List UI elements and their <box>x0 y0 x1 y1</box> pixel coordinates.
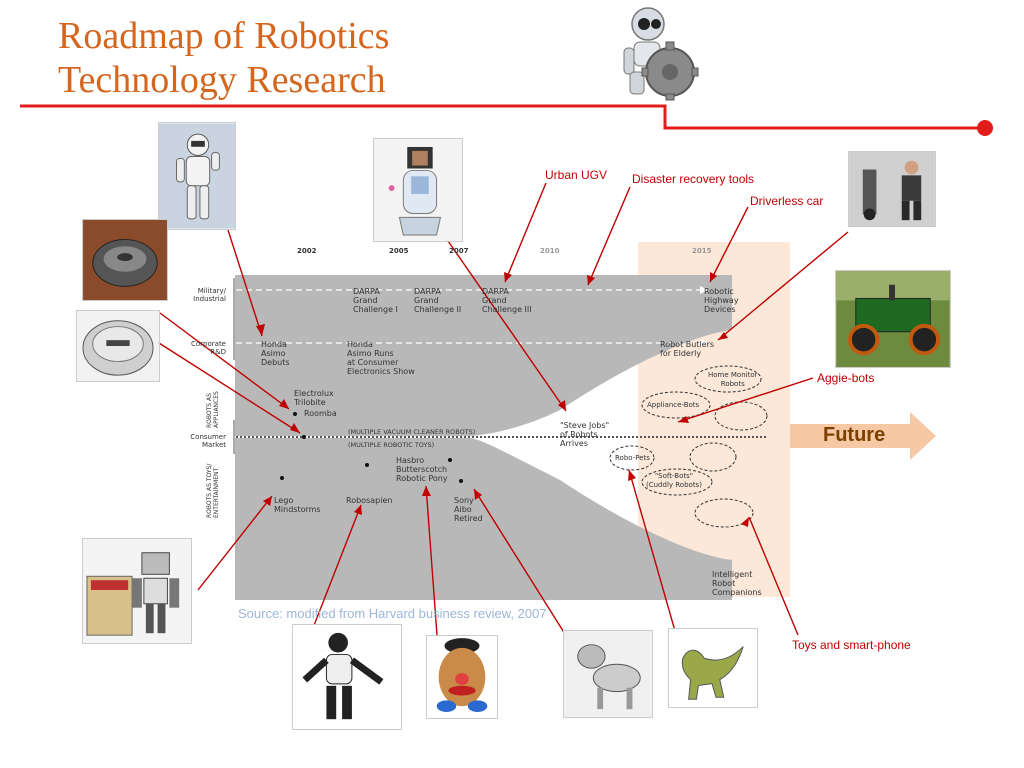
service-robot-photo <box>848 151 936 227</box>
label-trilobite: Electrolux Trilobite <box>294 389 334 407</box>
annotation-toys-phone: Toys and smart-phone <box>792 638 911 652</box>
label-home-monitor: Home Monitor Robots <box>708 371 758 388</box>
year-2002: 2002 <box>297 247 317 255</box>
lego-mindstorms-photo <box>82 538 192 644</box>
label-aibo: Sony Aibo Retired <box>454 496 483 523</box>
robot-with-gear-icon <box>623 7 699 101</box>
label-vacuum: (MULTIPLE VACUUM CLEANER ROBOTS) <box>348 428 476 436</box>
label-honda-runs: Honda Asimo Runs at Consumer Electronics… <box>347 340 415 376</box>
pleo-dinosaur-photo <box>668 628 758 708</box>
asimo-photo <box>158 122 236 230</box>
annotation-driverless: Driverless car <box>750 194 824 208</box>
jobs-robot-photo <box>373 138 463 242</box>
future-label: Future <box>823 424 886 446</box>
label-lego: Lego Mindstorms <box>274 496 321 514</box>
label-highway: Robotic Highway Devices <box>704 287 739 314</box>
annotation-urban-ugv: Urban UGV <box>545 168 608 182</box>
annotation-disaster: Disaster recovery tools <box>632 172 755 186</box>
label-darpa-2: DARPA Grand Challenge II <box>414 287 462 314</box>
row-label-consumer: Consumer Market <box>190 433 226 449</box>
label-roomba: Roomba <box>304 409 337 418</box>
label-honda: Honda Asimo Debuts <box>261 340 290 367</box>
aibo-photo <box>563 630 653 718</box>
label-robotic-toys: (MULTIPLE ROBOTIC TOYS) <box>348 441 435 449</box>
year-2010: 2010 <box>540 247 560 255</box>
row-label-military: Military/ Industrial <box>193 287 226 303</box>
roomba-photo <box>76 310 160 382</box>
robosapien-photo <box>292 624 402 730</box>
year-2007: 2007 <box>449 247 469 255</box>
label-appliance-bots: Appliance-Bots <box>647 401 700 409</box>
label-darpa-1: DARPA Grand Challenge I <box>353 287 398 314</box>
annotation-aggie: Aggie-bots <box>817 371 875 385</box>
label-darpa-3: DARPA Grand Challenge III <box>482 287 532 314</box>
label-hasbro: Hasbro Butterscotch Robotic Pony <box>396 456 448 483</box>
row-label-toys: ROBOTS AS TOYS/ ENTERTAINMENT <box>206 463 220 518</box>
row-label-corporate: Corporate R&D <box>191 340 226 356</box>
label-soft-bots: "Soft-Bots" (Cuddly Robots) <box>646 472 702 489</box>
mr-potato-head-photo <box>426 635 498 719</box>
label-butlers: Robot Butlers for Elderly <box>660 340 715 358</box>
label-robo-pets: Robo-Pets <box>615 454 650 462</box>
source-note: Source: modified from Harvard business r… <box>238 606 547 621</box>
title-rule <box>20 104 993 136</box>
trilobite-photo <box>82 219 168 301</box>
page-title: Roadmap of Robotics Technology Research <box>58 14 389 102</box>
title-line-1: Roadmap of Robotics <box>58 15 390 57</box>
label-robosapien: Robosapien <box>346 496 393 505</box>
year-2005: 2005 <box>389 247 409 255</box>
title-line-2: Technology Research <box>58 59 386 101</box>
year-2015: 2015 <box>692 247 712 255</box>
label-companions: Intelligent Robot Companions <box>712 570 762 597</box>
label-steve: "Steve Jobs" of Robots Arrives <box>560 421 610 448</box>
aggie-bot-photo <box>835 270 951 368</box>
future-arrow: Future <box>795 416 935 458</box>
row-label-appliances: ROBOTS AS APPLIANCES <box>206 391 220 428</box>
